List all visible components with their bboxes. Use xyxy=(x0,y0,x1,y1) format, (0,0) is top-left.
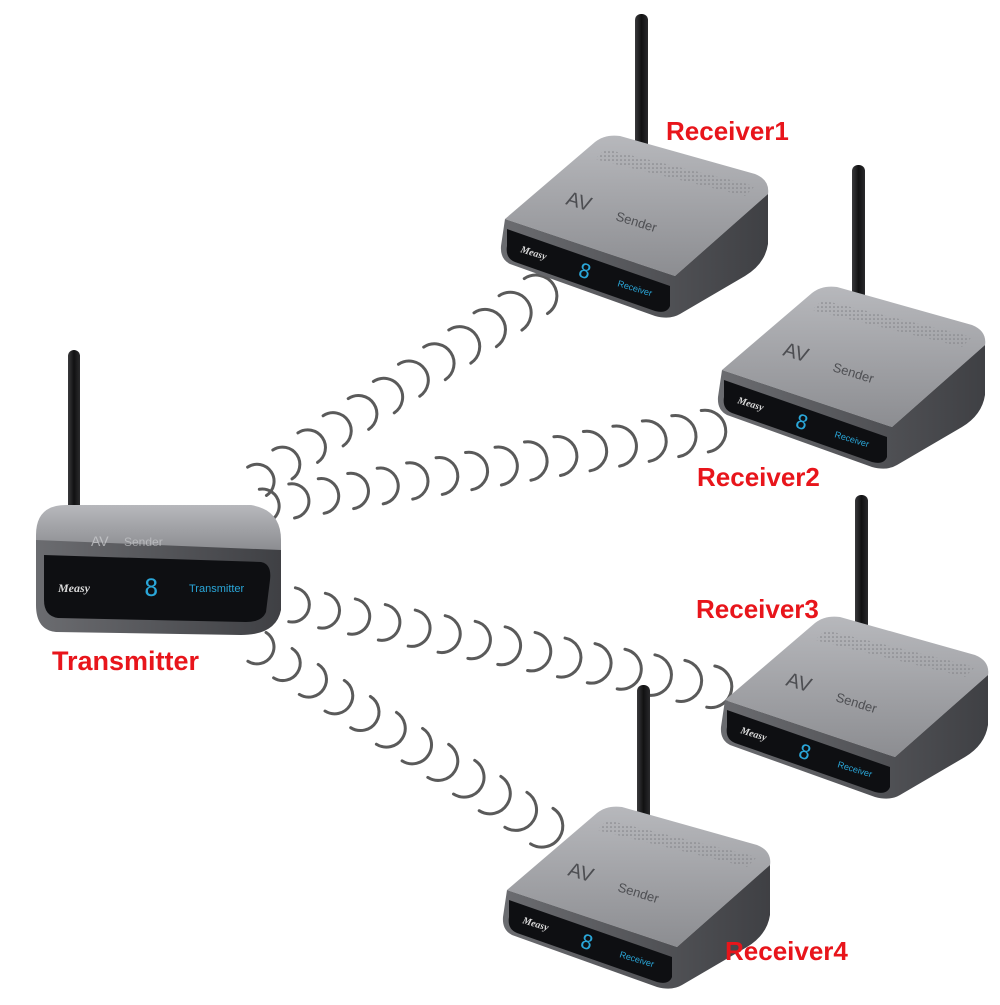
wave-arc xyxy=(436,614,462,655)
wave-arc xyxy=(287,586,311,624)
wave-arc xyxy=(555,636,583,679)
wave-arc xyxy=(529,806,565,849)
device-body xyxy=(502,865,770,989)
wave-arc xyxy=(493,445,519,487)
wave-arc xyxy=(316,477,341,515)
wave-arc xyxy=(349,694,381,733)
wave-arc xyxy=(434,455,460,496)
display-digit: 8 xyxy=(144,574,158,602)
wave-arc xyxy=(271,445,302,481)
front-panel xyxy=(723,380,887,463)
wave-arc xyxy=(447,325,482,365)
wave-arc xyxy=(496,625,522,667)
device-top xyxy=(725,616,989,757)
receiver-3-label: Receiver3 xyxy=(696,594,819,624)
wave-arc xyxy=(246,630,276,666)
wave-arc xyxy=(406,608,432,648)
wave-arc xyxy=(426,742,460,782)
transmitter-label: Transmitter xyxy=(52,646,200,676)
panel-text: Transmitter xyxy=(189,583,245,595)
top-text-sender: Sender xyxy=(124,535,163,549)
receiver-4-label: Receiver4 xyxy=(725,936,848,966)
wave-arc xyxy=(552,434,579,478)
wave-arc xyxy=(640,419,668,463)
device-body xyxy=(717,345,985,469)
wave-arc xyxy=(705,664,734,710)
front-panel xyxy=(508,900,672,983)
wave-arc xyxy=(615,647,643,691)
wave-arc xyxy=(611,424,638,468)
antenna xyxy=(635,14,648,174)
antenna xyxy=(637,685,650,845)
antenna xyxy=(852,165,865,325)
front-panel xyxy=(506,229,670,312)
dot-grid xyxy=(815,630,975,677)
dot-grid xyxy=(595,149,755,196)
wave-arc xyxy=(526,630,553,673)
wave-arc xyxy=(396,359,430,398)
signal-waves xyxy=(246,273,734,849)
device-body xyxy=(720,675,988,799)
antenna xyxy=(855,495,868,655)
receiver-3-device: AV Sender Measy 8 Receiver xyxy=(720,495,989,799)
receiver-1-label: Receiver1 xyxy=(666,116,789,146)
wave-arc xyxy=(503,790,539,832)
wave-arc xyxy=(581,429,609,473)
wave-arc xyxy=(321,411,353,448)
dot-grid xyxy=(812,300,972,347)
dot-grid xyxy=(597,820,757,867)
wave-arc xyxy=(670,413,698,459)
wave-arc xyxy=(323,678,355,716)
wave-arc xyxy=(371,376,405,415)
wave-arc xyxy=(375,466,400,506)
wave-arc xyxy=(297,662,328,699)
wave-arc xyxy=(451,758,486,799)
wave-arc xyxy=(466,619,492,661)
device-top xyxy=(36,505,281,550)
wave-arc xyxy=(346,394,379,431)
wave-arc xyxy=(675,658,704,703)
top-text-av: AV xyxy=(91,533,109,549)
wave-arc xyxy=(374,710,407,749)
device-top xyxy=(722,286,986,427)
transmitter-device: Measy 8 Transmitter AV Sender xyxy=(36,350,281,635)
wave-arc xyxy=(464,450,490,492)
front-panel xyxy=(44,555,271,622)
front-panel xyxy=(726,710,890,793)
wave-arc xyxy=(477,774,512,816)
device-top xyxy=(507,806,771,947)
wave-arc xyxy=(317,591,342,630)
device-top xyxy=(505,135,769,276)
wave-arc xyxy=(405,461,430,501)
receiver-4-device: AV Sender Measy 8 Receiver xyxy=(502,685,771,989)
receiver-2-device: AV Sender Measy 8 Receiver xyxy=(717,165,986,469)
wave-arc xyxy=(400,726,433,766)
wave-arc xyxy=(272,646,302,683)
device-body xyxy=(500,194,768,318)
wave-arc xyxy=(376,603,402,642)
receiver-1-device: AV Sender Measy 8 Receiver xyxy=(500,14,769,318)
wave-arc xyxy=(472,307,507,349)
receiver-2-label: Receiver2 xyxy=(697,462,820,492)
wave-arc xyxy=(522,273,559,316)
wave-arc xyxy=(346,471,370,511)
wave-arc xyxy=(699,408,728,454)
wave-arc xyxy=(585,642,613,685)
wave-arc xyxy=(296,428,327,464)
wave-arc xyxy=(522,440,549,482)
wave-arc xyxy=(645,653,673,697)
wave-arc xyxy=(422,342,456,382)
brand-logo: Measy xyxy=(57,581,91,595)
wave-arc xyxy=(497,290,533,332)
wave-arc xyxy=(346,597,372,636)
wave-arc xyxy=(287,482,311,520)
antenna xyxy=(68,350,80,515)
